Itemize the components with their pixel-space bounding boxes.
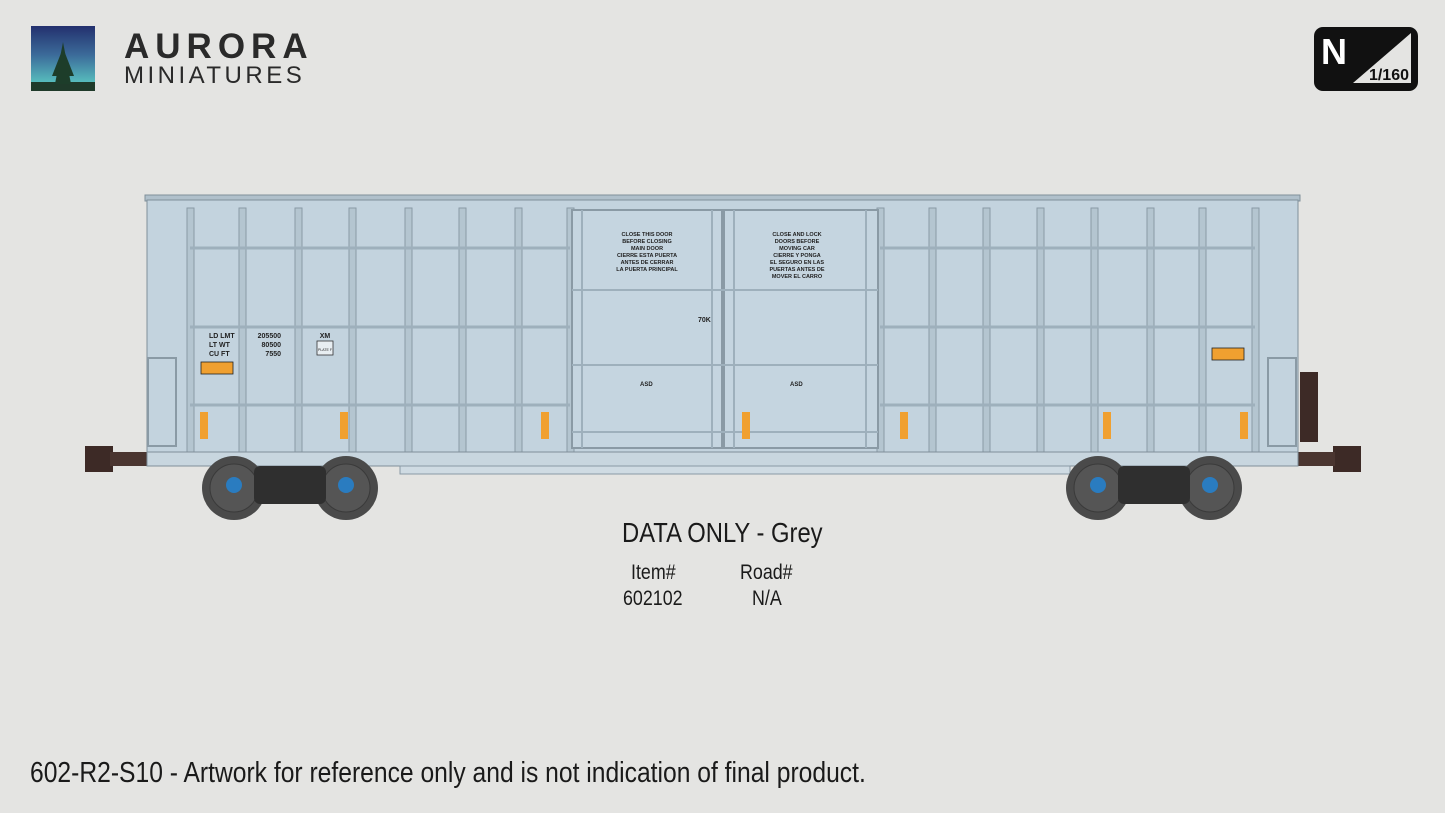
safety-marker	[900, 412, 908, 439]
door-right-warning-1: CLOSE AND LOCK	[772, 232, 821, 238]
center-sill	[399, 465, 1071, 475]
side-rib	[928, 207, 937, 453]
truck-sideframe	[254, 466, 326, 504]
stencil-ld-lmt-label: LD LMT	[209, 333, 235, 340]
side-rib	[458, 207, 467, 453]
door-left	[571, 209, 723, 449]
item-number-value: 602102	[623, 587, 683, 610]
stencil-ld-lmt-value: 205500	[258, 333, 281, 340]
asd-label-left: ASD	[640, 382, 653, 388]
door-left-warning-2: BEFORE CLOSING	[622, 239, 672, 245]
stencil-cu-ft-label: CU FT	[209, 351, 230, 358]
stencil-aar-class: XM	[320, 333, 331, 340]
road-number-label: Road#	[740, 561, 793, 584]
n-scale-badge: N 1/160	[1314, 27, 1418, 91]
side-rib	[238, 207, 247, 453]
excess-height-placard-right	[1211, 347, 1245, 361]
side-rib	[1090, 207, 1099, 453]
item-number-label: Item#	[631, 561, 676, 584]
side-rib	[404, 207, 413, 453]
road-number-value: N/A	[752, 587, 782, 610]
side-rib	[514, 207, 523, 453]
brand-name: AURORA	[124, 27, 314, 66]
door-right-warning-6: PUERTAS ANTES DE	[769, 267, 824, 273]
door-right-warning-3: MOVING CAR	[779, 246, 815, 252]
safety-marker	[1240, 412, 1248, 439]
aurora-logo-icon	[31, 26, 95, 91]
axle-cap	[338, 477, 354, 493]
door-left-warning-6: LA PUERTA PRINCIPAL	[616, 267, 678, 273]
side-rib	[1146, 207, 1155, 453]
stencil-lt-wt-value: 80500	[262, 342, 282, 349]
door-right-warning-7: MOVER EL CARRO	[772, 274, 823, 280]
scale-ratio: 1/160	[1369, 67, 1409, 84]
excess-height-placard	[200, 361, 234, 375]
door-left-warning-4: CIERRE ESTA PUERTA	[617, 253, 677, 259]
side-rib	[294, 207, 303, 453]
side-rib	[982, 207, 991, 453]
plate-f-icon	[316, 340, 334, 356]
side-rib	[1198, 207, 1207, 453]
door-left-warning-1: CLOSE THIS DOOR	[621, 232, 672, 238]
safety-marker	[340, 412, 348, 439]
safety-marker	[541, 412, 549, 439]
door-right-warning-4: CIERRE Y PONGA	[773, 253, 821, 259]
coupler-right	[1295, 372, 1361, 472]
scale-letter: N	[1321, 31, 1347, 72]
asd-label-right: ASD	[790, 382, 803, 388]
safety-marker	[742, 412, 750, 439]
boxcar-illustration: CLOSE THIS DOOR BEFORE CLOSING MAIN DOOR…	[85, 194, 1361, 520]
disclaimer-footer: 602-R2-S10 - Artwork for reference only …	[30, 757, 866, 789]
end-ladders	[147, 357, 1297, 447]
stencil-cu-ft-value: 7550	[265, 351, 281, 358]
door-right-warning-5: EL SEGURO EN LAS	[770, 260, 824, 266]
brand-subtitle: MINIATURES	[124, 62, 306, 89]
door-right	[723, 209, 879, 449]
side-rib	[186, 207, 195, 453]
axle-cap	[1090, 477, 1106, 493]
door-left-warning-5: ANTES DE CERRAR	[621, 260, 674, 266]
safety-markers	[200, 412, 1248, 439]
safety-marker	[1103, 412, 1111, 439]
side-rib	[1251, 207, 1260, 453]
safety-marker	[200, 412, 208, 439]
side-rib	[1036, 207, 1045, 453]
product-title: DATA ONLY - Grey	[622, 517, 823, 548]
stencil-lt-wt-label: LT WT	[209, 342, 231, 349]
truck	[1066, 456, 1242, 520]
coupler-left	[85, 446, 150, 472]
axle-cap	[1202, 477, 1218, 493]
car-underframe	[146, 451, 1299, 467]
truck	[202, 456, 378, 520]
plate-label: PLATE F	[318, 348, 332, 352]
door-right-warning-2: DOORS BEFORE	[775, 239, 820, 245]
door-left-warning-3: MAIN DOOR	[631, 246, 663, 252]
axle-cap	[226, 477, 242, 493]
side-rib	[348, 207, 357, 453]
door-capacity-marking: 70K	[698, 317, 711, 324]
truck-sideframe	[1118, 466, 1190, 504]
